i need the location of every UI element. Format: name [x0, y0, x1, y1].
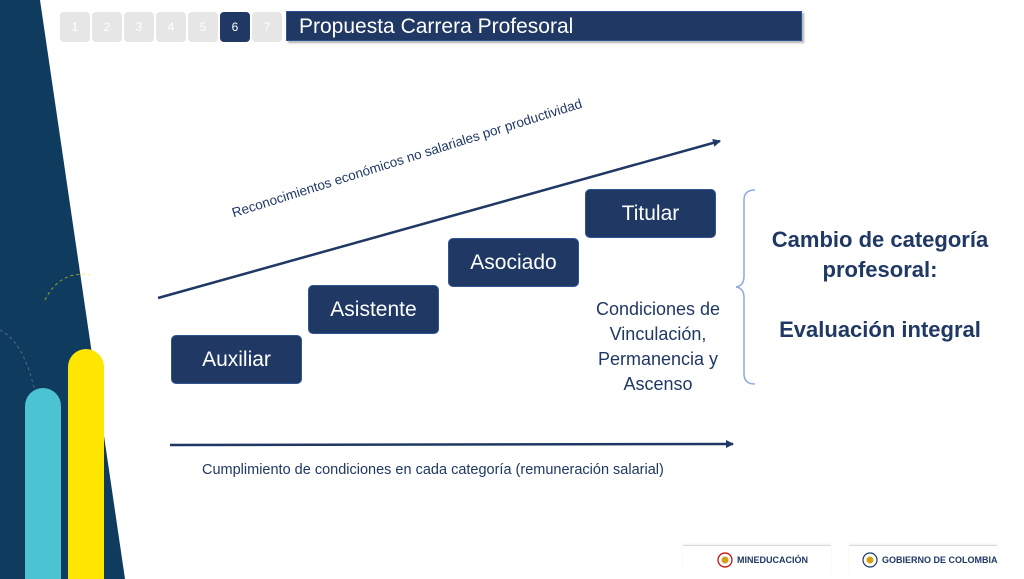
coat-of-arms-icon [862, 552, 878, 568]
category-change-line2: profesoral: [822, 257, 938, 282]
tab-5[interactable]: 5 [188, 12, 218, 42]
conditions-text: Condiciones de Vinculación, Permanencia … [595, 299, 721, 394]
stair-asociado: Asociado [448, 238, 579, 287]
gobierno-text: GOBIERNO DE COLOMBIA [882, 555, 998, 565]
stair-titular: Titular [585, 189, 716, 238]
tab-2[interactable]: 2 [92, 12, 122, 42]
category-change-heading: Cambio de categoría profesoral: [760, 225, 1000, 285]
tab-1[interactable]: 1 [60, 12, 90, 42]
category-change-line1: Cambio de categoría [771, 227, 989, 252]
yellow-bar [68, 349, 104, 579]
horizontal-arrow [169, 440, 734, 449]
left-decoration [0, 0, 125, 579]
tab-3[interactable]: 3 [124, 12, 154, 42]
tab-6[interactable]: 6 [220, 12, 250, 42]
mineducacion-text: MINEDUCACIÓN [737, 555, 808, 565]
stair-asistente: Asistente [308, 285, 439, 334]
stair-auxiliar: Auxiliar [171, 335, 302, 384]
brace [735, 189, 756, 385]
coat-of-arms-icon [717, 552, 733, 568]
cyan-bar [25, 388, 61, 579]
diagonal-label: Reconocimientos económicos no salariales… [230, 95, 584, 221]
page-title: Propuesta Carrera Profesoral [286, 11, 802, 41]
tab-7[interactable]: 7 [252, 12, 282, 42]
mineducacion-logo: MINEDUCACIÓN [683, 545, 831, 574]
tab-4[interactable]: 4 [156, 12, 186, 42]
evaluation-heading: Evaluación integral [779, 317, 981, 342]
gobierno-logo: GOBIERNO DE COLOMBIA [849, 545, 998, 574]
bottom-label: Cumplimiento de condiciones en cada cate… [202, 462, 664, 478]
